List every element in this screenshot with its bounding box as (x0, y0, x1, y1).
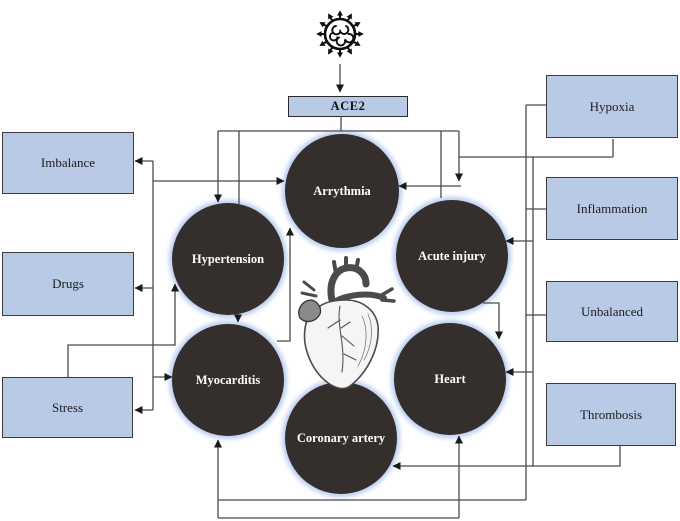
box-imbalance: Imbalance (2, 132, 134, 194)
box-hypoxia: Hypoxia (546, 75, 678, 138)
box-unbalanced: Unbalanced (546, 281, 678, 342)
node-heart: Heart (394, 323, 506, 435)
box-stress: Stress (2, 377, 133, 438)
anatomical-heart-illustration (298, 256, 396, 390)
node-myocarditis: Myocarditis (172, 324, 284, 436)
node-acute-injury: Acute injury (396, 200, 508, 312)
node-coronary-artery: Coronary artery (285, 382, 397, 494)
box-thrombosis: Thrombosis (546, 383, 676, 446)
node-arrythmia: Arrythmia (285, 134, 399, 248)
ace2-receptor-box: ACE2 (288, 96, 408, 117)
box-inflammation: Inflammation (546, 177, 678, 240)
node-hypertension: Hypertension (172, 203, 284, 315)
box-drugs: Drugs (2, 252, 134, 316)
coronavirus-icon (315, 9, 365, 59)
